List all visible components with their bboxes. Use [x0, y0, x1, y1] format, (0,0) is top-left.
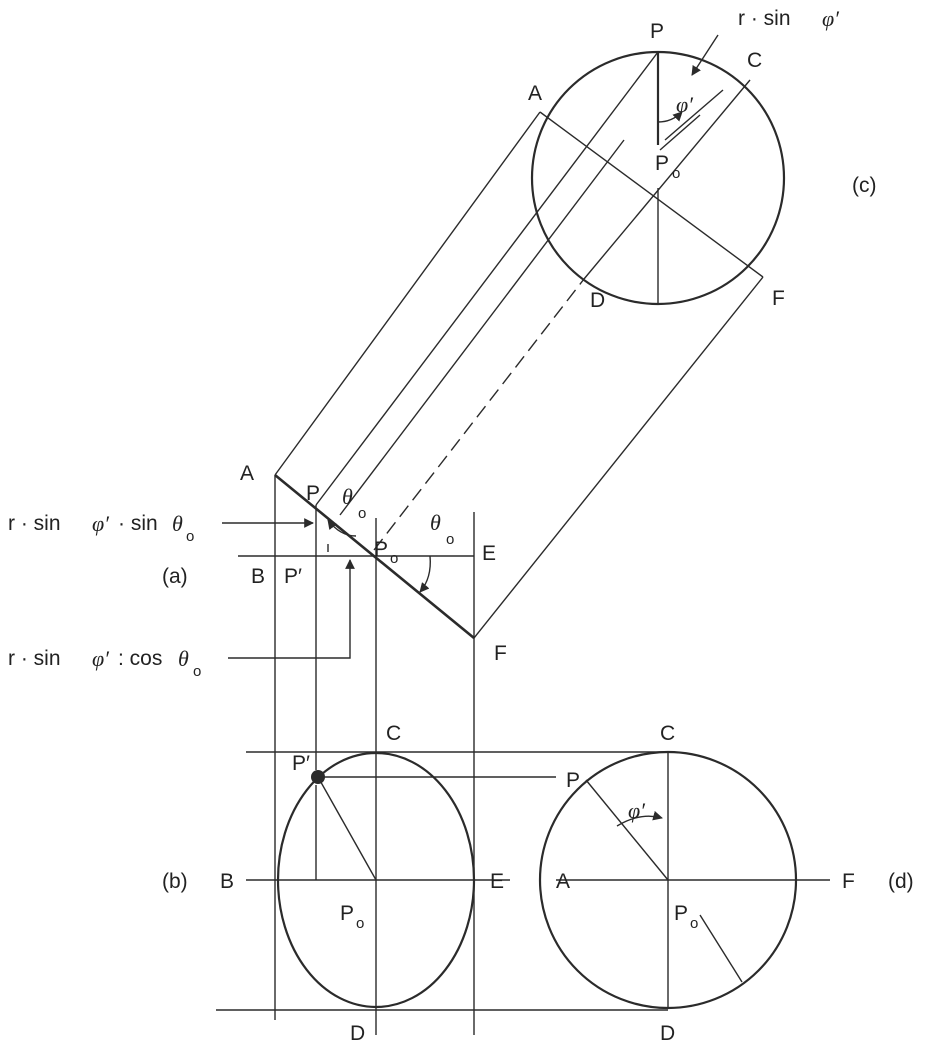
- label-r-sin-phi-cos-theta-phi: φ′: [92, 646, 110, 671]
- label-a-Po-sub: o: [390, 550, 398, 567]
- label-b-P-prime: P′: [292, 752, 310, 775]
- view-c-perp-P: [664, 89, 724, 141]
- projector-F: [473, 276, 764, 639]
- label-c-F: F: [772, 287, 785, 310]
- projector-Po-dashed: [373, 278, 585, 551]
- label-r-sin-phi-sin-theta-phi: φ′: [92, 511, 110, 536]
- label-a-Po: P: [374, 538, 388, 561]
- projectors-a-to-c: [274, 51, 764, 639]
- label-a-F: F: [494, 642, 507, 665]
- label-a-theta-upper-sub: o: [358, 505, 366, 522]
- label-r-sin-phi-sin-theta-theta: θ: [172, 511, 183, 536]
- label-a-theta-upper: θ: [342, 484, 353, 509]
- label-view-c: (c): [852, 174, 877, 197]
- label-b-C: C: [386, 722, 401, 745]
- label-r-sin-phi-sin-theta-2: · sin: [118, 512, 158, 535]
- projector-A: [274, 111, 541, 476]
- view-b-radius-P: [317, 776, 377, 881]
- label-c-Po: P: [655, 152, 669, 175]
- label-a-theta-right-sub: o: [446, 531, 454, 548]
- label-b-Po-sub: o: [356, 915, 364, 932]
- view-a-theta-arc-upper: [327, 519, 357, 537]
- view-a-group: [222, 473, 475, 659]
- label-b-E: E: [490, 870, 504, 893]
- view-c-r-sin-phi-arrow: [691, 34, 719, 76]
- label-d-phi: φ′: [628, 798, 646, 823]
- label-a-B: B: [251, 565, 265, 588]
- label-r-sin-phi-sin-theta-sub: o: [186, 528, 194, 545]
- label-a-P: P: [306, 482, 320, 505]
- label-r-sin-phi-cos-theta-sub: o: [193, 663, 201, 680]
- label-view-d: (d): [888, 870, 914, 893]
- view-b-group: [246, 751, 556, 1009]
- view-a-theta-arc: [419, 555, 431, 593]
- label-d-F: F: [842, 870, 855, 893]
- label-c-C: C: [747, 49, 762, 72]
- label-b-B: B: [220, 870, 234, 893]
- view-c-diameter-AF: [539, 111, 764, 278]
- label-c-Po-sub: o: [672, 165, 680, 182]
- label-d-Po: P: [674, 902, 688, 925]
- label-r-sin-phi-cos-theta-theta: θ: [178, 646, 189, 671]
- label-c-phi: φ′: [676, 92, 694, 117]
- label-a-P-prime: P′: [284, 565, 302, 588]
- view-d-group: [538, 750, 830, 1010]
- projector-P: [315, 51, 659, 506]
- label-r-sin-phi-symbol: φ′: [822, 6, 840, 31]
- label-d-A: A: [556, 870, 570, 893]
- label-view-b: (b): [162, 870, 188, 893]
- label-b-Po: P: [340, 902, 354, 925]
- label-view-a: (a): [162, 565, 188, 588]
- label-d-Po-sub: o: [690, 915, 698, 932]
- label-c-D: D: [590, 289, 605, 312]
- view-d-radius-lower: [699, 914, 743, 983]
- label-a-theta-right: θ: [430, 510, 441, 535]
- label-c-A: A: [528, 82, 542, 105]
- label-r-sin-phi-sin-theta-1: r · sin: [8, 512, 61, 535]
- label-c-P: P: [650, 20, 664, 43]
- arrow-r-sin-phi-cos-theta: [228, 559, 355, 659]
- view-d-radius-P: [585, 779, 669, 881]
- label-r-sin-phi-cos-theta-2: : cos: [118, 647, 162, 670]
- projector-P-mid: [339, 139, 625, 516]
- label-r-sin-phi-cos-theta-1: r · sin: [8, 647, 61, 670]
- label-r-sin-phi: r · sin: [738, 7, 791, 30]
- label-d-P: P: [566, 769, 580, 792]
- label-d-D: D: [660, 1022, 675, 1044]
- view-d-phi-arc: [616, 810, 663, 827]
- view-c-diameter-CD: [583, 79, 751, 280]
- label-a-A: A: [240, 462, 254, 485]
- view-c-perp-sin: [659, 114, 701, 151]
- view-c-phi-arc: [657, 111, 683, 123]
- label-d-C: C: [660, 722, 675, 745]
- vertical-projectors: [274, 475, 475, 1035]
- label-a-E: E: [482, 542, 496, 565]
- label-b-D: D: [350, 1022, 365, 1044]
